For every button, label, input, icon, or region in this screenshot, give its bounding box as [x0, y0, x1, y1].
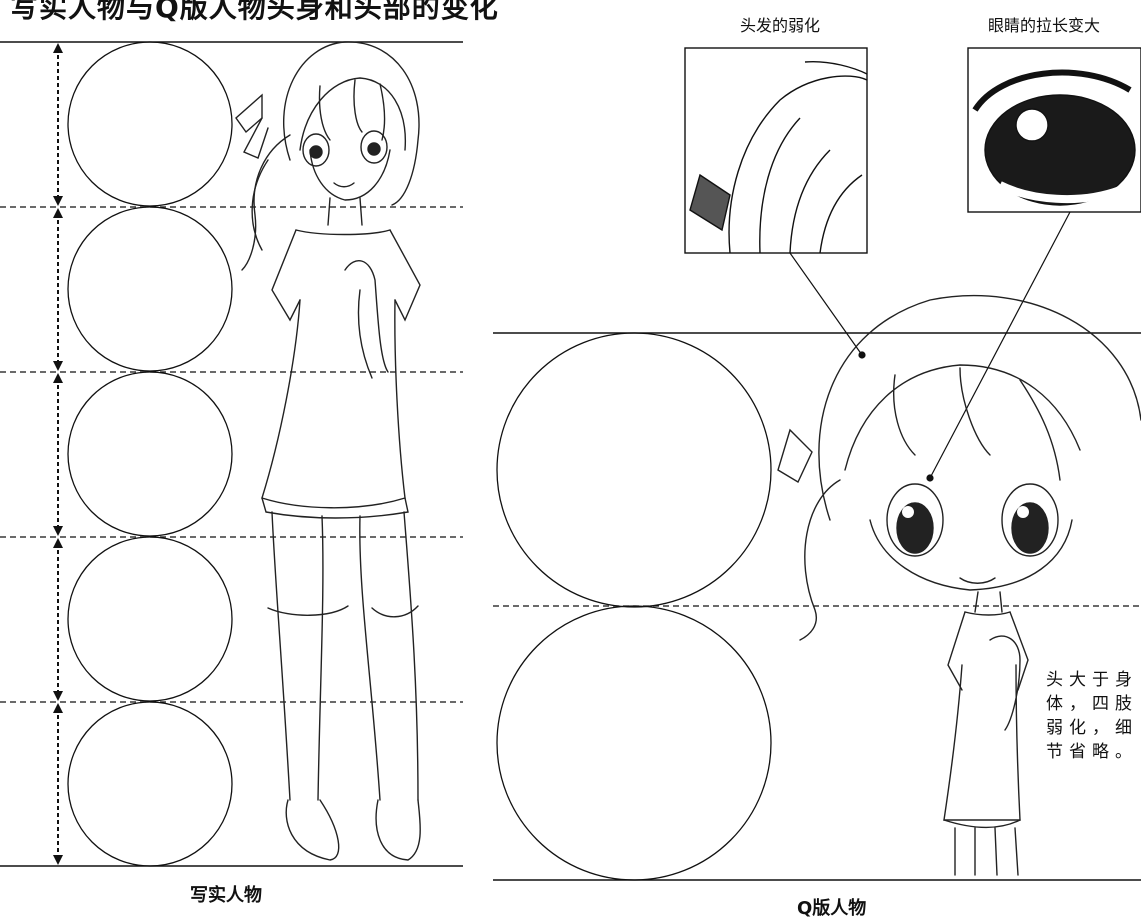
- inset-eye: [967, 47, 1141, 213]
- realistic-caption: 写实人物: [190, 885, 262, 906]
- head-unit-circle: [67, 206, 233, 372]
- leader-line-hair: [789, 252, 863, 356]
- description-line: 弱化，细: [1046, 718, 1138, 738]
- inset-hair: [684, 47, 868, 254]
- head-unit-circle: [496, 332, 772, 608]
- description-line: 体，四肢: [1046, 694, 1138, 714]
- inset-eye-label: 眼睛的拉长变大: [988, 16, 1101, 35]
- head-unit-circle: [67, 371, 233, 537]
- description-line: 节省略。: [1046, 742, 1138, 762]
- realistic-girl-sketch: [235, 41, 421, 861]
- inset-hair-label: 头发的弱化: [740, 16, 821, 35]
- description-line: 头大于身: [1046, 670, 1138, 690]
- head-unit-circle: [67, 41, 233, 207]
- inset-eye-frame: [967, 47, 1141, 213]
- leader-dot: [926, 474, 934, 482]
- leader-dot: [858, 351, 866, 359]
- realistic-guides: [0, 41, 463, 867]
- head-unit-circle: [496, 605, 772, 881]
- inset-hair-frame: [684, 47, 868, 254]
- chibi-guides: [493, 332, 1141, 881]
- leader-lines: [789, 211, 1071, 482]
- leader-line-eye: [929, 211, 1071, 479]
- page-title: 写实人物与Q版人物头身和头部的变化: [10, 0, 499, 24]
- chibi-description: 头大于身 体，四肢 弱化，细 节省略。: [1046, 668, 1141, 764]
- head-unit-circle: [67, 536, 233, 702]
- chibi-caption: Q版人物: [797, 898, 867, 919]
- head-unit-circle: [67, 701, 233, 867]
- chibi-girl-sketch: [777, 294, 1141, 876]
